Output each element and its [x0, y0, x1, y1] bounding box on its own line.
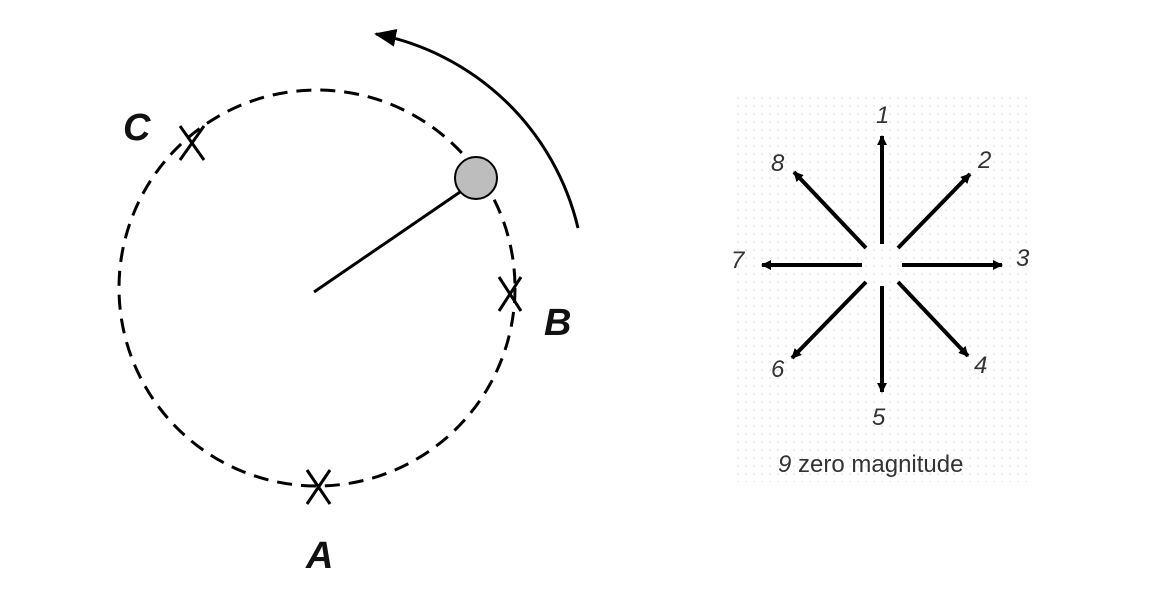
direction-label-2: 2 [977, 147, 991, 174]
arrow-6 [790, 280, 868, 360]
label-point-b: B [544, 302, 571, 344]
label-point-a: A [305, 535, 333, 577]
direction-label-1: 1 [876, 102, 889, 129]
direction-label-4: 4 [974, 352, 987, 379]
direction-key: 1 2 3 4 5 6 7 8 9 zero magnitude [731, 96, 1030, 482]
marker-c [178, 125, 206, 161]
zero-magnitude-number: 9 [778, 451, 791, 478]
zero-magnitude-text: zero magnitude [798, 451, 963, 478]
direction-arrows [761, 135, 1003, 393]
direction-label-6: 6 [771, 356, 785, 383]
label-point-c: C [123, 107, 151, 149]
moving-ball [454, 156, 498, 200]
orbit-diagram: A B C [117, 28, 580, 577]
direction-label-7: 7 [731, 247, 746, 274]
direction-label-8: 8 [771, 150, 785, 177]
marker-b [497, 276, 523, 312]
arrow-2 [896, 172, 972, 250]
direction-label-5: 5 [872, 404, 886, 431]
direction-label-3: 3 [1016, 245, 1030, 272]
arrow-8 [792, 170, 868, 250]
dashed-circular-path [117, 88, 517, 488]
marker-a [305, 469, 332, 505]
radius-arm [313, 188, 464, 294]
zero-magnitude-caption: 9 zero magnitude [778, 451, 963, 478]
rotation-direction-arrow [374, 28, 580, 229]
arrow-4 [896, 280, 970, 358]
